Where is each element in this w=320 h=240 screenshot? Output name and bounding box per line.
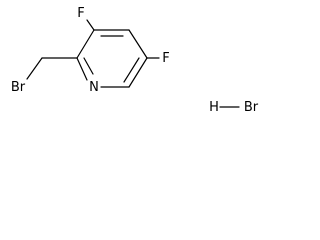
bond-c5-c6	[128, 57, 148, 88]
atom-label-br-left: Br	[11, 80, 26, 95]
bond-c4-c5	[128, 29, 148, 59]
bond-c2-c3	[76, 29, 95, 59]
atom-label-h-salt: H	[209, 100, 219, 115]
atom-label-n-ring: N	[89, 80, 99, 95]
bond-c5-c6-inner	[123, 57, 140, 83]
bond-c3-f	[86, 19, 95, 31]
atom-label-f-right: F	[162, 51, 169, 66]
bond-n-c2-inner	[83, 57, 94, 75]
atom-label-f-top: F	[77, 6, 84, 21]
molecule-diagram: F F Br N H Br	[11, 6, 259, 115]
atom-label-br-salt: Br	[244, 100, 259, 115]
bond-n-c2	[76, 57, 88, 81]
bond-ch2-br	[26, 57, 43, 80]
